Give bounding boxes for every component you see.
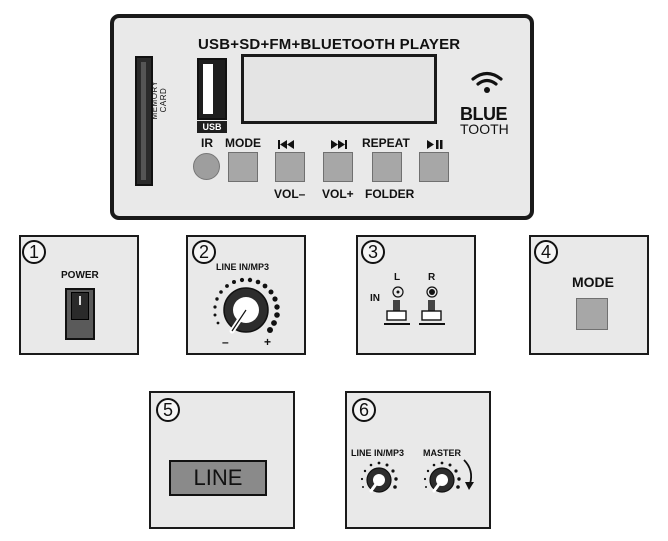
dual-line-in-label: LINE IN/MP3 [351, 448, 405, 458]
memory-card-label: MEMORY CARD [150, 80, 168, 120]
power-switch-mark [79, 296, 81, 305]
volume-knob-icon[interactable] [206, 273, 290, 347]
play-pause-icon [427, 137, 443, 155]
line-display: LINE [169, 460, 267, 496]
prev-track-icon [278, 137, 294, 155]
repeat-folder-button[interactable] [372, 152, 402, 182]
play-pause-button[interactable] [419, 152, 449, 182]
mode-panel-button[interactable] [576, 298, 608, 330]
panel-number-2: 2 [192, 240, 216, 264]
player-title: USB+SD+FM+BLUETOOTH PLAYER [198, 36, 461, 53]
ir-sensor [193, 153, 220, 180]
mode-button[interactable] [228, 152, 258, 182]
wifi-icon [471, 71, 503, 93]
panel-number-6: 6 [352, 398, 376, 422]
vol-minus-label: VOL– [274, 187, 306, 201]
panel-number-1: 1 [22, 240, 46, 264]
panel-number-3: 3 [361, 240, 385, 264]
panel-number-4: 4 [534, 240, 558, 264]
next-vol-plus-button[interactable] [323, 152, 353, 182]
mode-panel-label: MODE [572, 274, 614, 290]
dual-master-label: MASTER [423, 448, 461, 458]
line-in-mp3-label: LINE IN/MP3 [216, 262, 270, 272]
folder-label: FOLDER [365, 187, 415, 201]
prev-vol-minus-button[interactable] [275, 152, 305, 182]
left-jack-icon [392, 286, 404, 298]
ir-label: IR [201, 136, 213, 150]
vol-plus-label: VOL+ [322, 187, 354, 201]
bluetooth-logo-bottom: TOOTH [460, 121, 509, 137]
panel-number-5: 5 [156, 398, 180, 422]
next-track-icon [331, 137, 347, 155]
power-switch-rocker [71, 292, 89, 320]
power-label: POWER [61, 270, 99, 281]
mode-label: MODE [225, 136, 261, 150]
left-channel-label: L [394, 272, 401, 283]
bluetooth-logo-top: BLUE [460, 104, 508, 124]
right-rca-connector-icon[interactable] [416, 300, 448, 330]
right-jack-icon [426, 286, 438, 298]
lcd-display [241, 54, 437, 124]
repeat-label: REPEAT [362, 136, 410, 150]
in-label: IN [370, 293, 380, 304]
left-rca-connector-icon[interactable] [381, 300, 413, 330]
master-knob-icon[interactable] [420, 459, 464, 499]
memory-card-slot-inner [141, 62, 146, 180]
usb-badge: USB [197, 121, 227, 133]
knob-plus-label: + [264, 335, 272, 349]
right-channel-label: R [428, 272, 436, 283]
knob-minus-label: – [222, 335, 229, 349]
clockwise-arrow-icon [463, 459, 474, 490]
line-in-knob-icon[interactable] [357, 459, 401, 499]
usb-port-inner [203, 64, 213, 114]
